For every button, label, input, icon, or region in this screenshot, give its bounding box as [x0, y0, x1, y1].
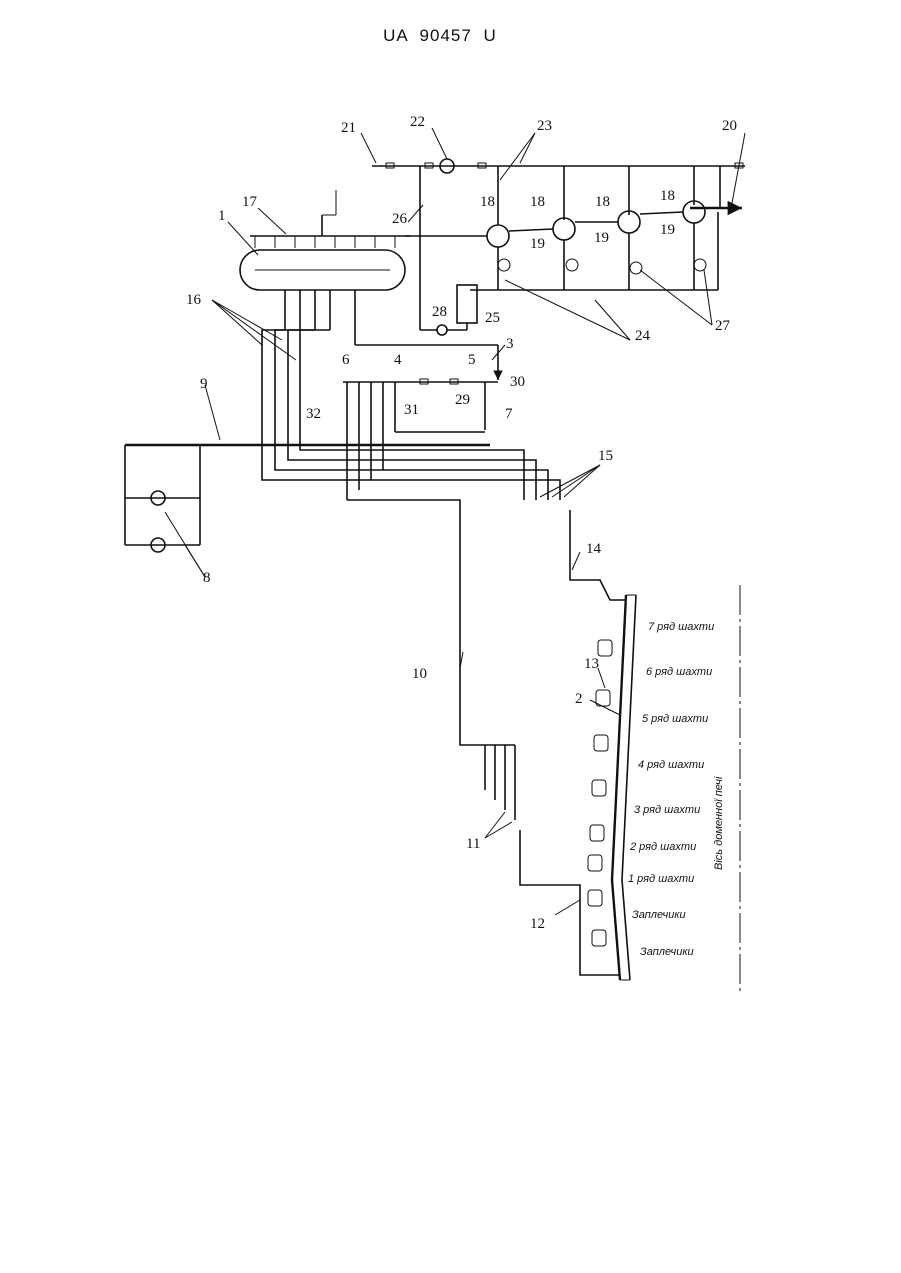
label-5: 5 [468, 352, 476, 368]
top-pipeline [372, 159, 745, 330]
label-8: 8 [203, 570, 211, 586]
label-12: 12 [530, 916, 545, 932]
collector-6 [343, 379, 498, 745]
row-label-7: 7 ряд шахти [648, 621, 714, 633]
label-32: 32 [306, 406, 321, 422]
label-17: 17 [242, 194, 258, 210]
row-label-2: 2 ряд шахти [629, 841, 696, 853]
label-16: 16 [186, 292, 202, 308]
feed-lines [262, 290, 560, 500]
label-31: 31 [404, 402, 419, 418]
label-23: 23 [537, 118, 552, 134]
row-label-6: 6 ряд шахти [646, 666, 712, 678]
row-label-bosh-1: Заплечики [632, 909, 686, 921]
label-19-b: 19 [594, 230, 609, 246]
label-6: 6 [342, 352, 350, 368]
label-18-c: 18 [595, 194, 610, 210]
label-1: 1 [218, 208, 226, 224]
label-10: 10 [412, 666, 427, 682]
heat-exchanger-icon [553, 218, 575, 240]
label-13: 13 [584, 656, 599, 672]
row-label-3: 3 ряд шахти [634, 804, 700, 816]
leader-lines [165, 128, 745, 915]
label-19-c: 19 [660, 222, 675, 238]
label-19-a: 19 [530, 236, 545, 252]
heat-exchanger-icon [487, 225, 509, 247]
heat-exchangers [405, 201, 718, 290]
label-4: 4 [394, 352, 402, 368]
label-18-a: 18 [480, 194, 495, 210]
label-27: 27 [715, 318, 731, 334]
label-22: 22 [410, 114, 425, 130]
label-30: 30 [510, 374, 525, 390]
label-3: 3 [506, 336, 514, 352]
label-21: 21 [341, 120, 356, 136]
label-24: 24 [635, 328, 651, 344]
row-label-1: 1 ряд шахти [628, 873, 694, 885]
label-15: 15 [598, 448, 613, 464]
label-9: 9 [200, 376, 208, 392]
label-11: 11 [466, 836, 480, 852]
main-drum [240, 190, 410, 290]
label-18-b: 18 [530, 194, 545, 210]
label-29: 29 [455, 392, 470, 408]
label-2: 2 [575, 691, 583, 707]
pump-28-icon [437, 325, 447, 335]
label-18-d: 18 [660, 188, 675, 204]
furnace-axis-label: Вісь доменної печі [713, 776, 725, 870]
label-20: 20 [722, 118, 737, 134]
label-28: 28 [432, 304, 447, 320]
label-25: 25 [485, 310, 500, 326]
row-label-5: 5 ряд шахти [642, 713, 708, 725]
row-label-4: 4 ряд шахти [638, 759, 704, 771]
label-7: 7 [505, 406, 513, 422]
label-14: 14 [586, 541, 602, 557]
label-26: 26 [392, 211, 408, 227]
row-label-bosh-2: Заплечики [640, 946, 694, 958]
